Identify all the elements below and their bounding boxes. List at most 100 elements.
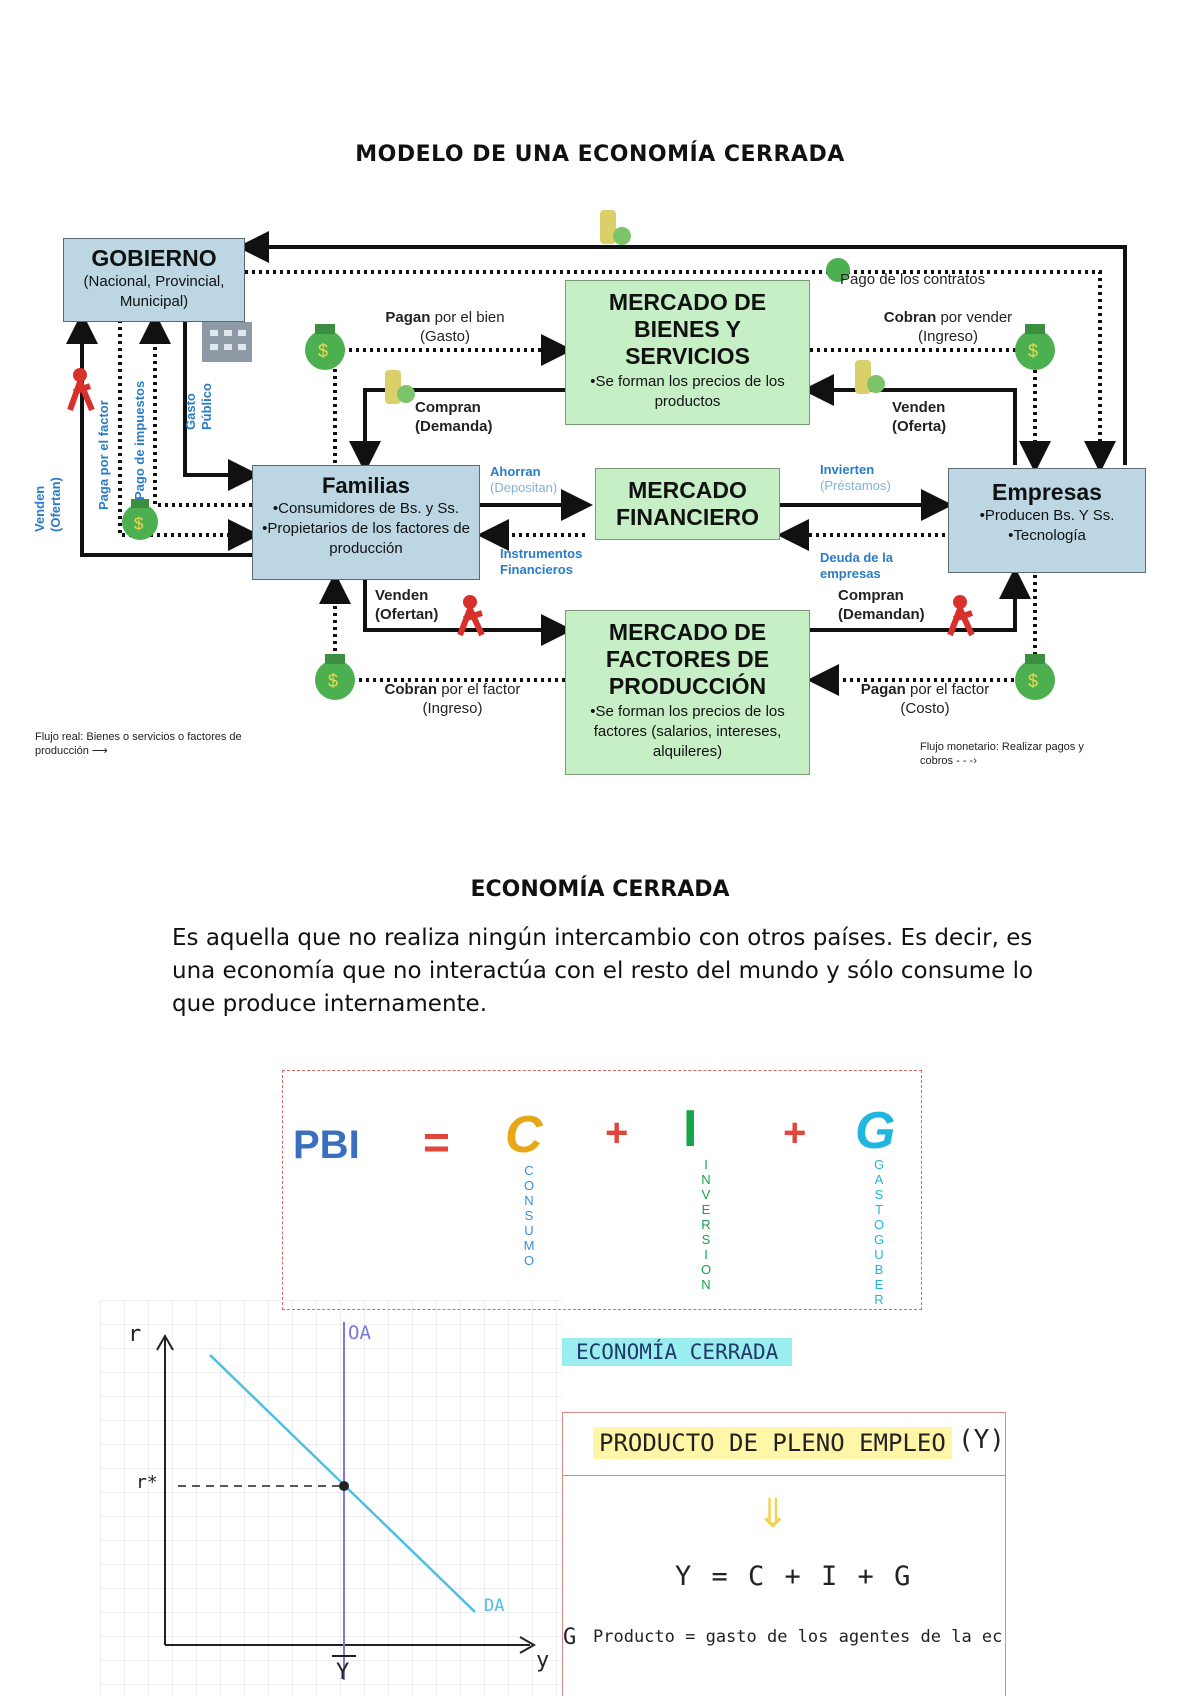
label-instrumentos-1: Instrumentos xyxy=(500,546,583,561)
label-ahorran: Ahorran (Depositan) xyxy=(490,464,557,496)
label-compran2: Compran xyxy=(838,587,904,604)
money-bag-icon xyxy=(826,258,850,282)
label-depositan: (Depositan) xyxy=(490,480,558,495)
plus-sign-2: + xyxy=(783,1111,807,1155)
bienes-sub: •Se forman los precios de los productos xyxy=(590,373,785,410)
label-pagan-factor-rest: por el factor xyxy=(909,681,990,698)
label-ingreso: (Ingreso) xyxy=(917,328,979,345)
handwritten-notes: ECONOMÍA CERRADA PRODUCTO DE PLENO EMPLE… xyxy=(562,1300,1012,1696)
label-pagan-bien: Pagan por el bien (Gasto) xyxy=(365,308,525,346)
label-ahorran-text: Ahorran xyxy=(490,464,541,479)
label-pagan-factor: Pagan por el factor (Costo) xyxy=(845,680,1005,718)
consumo-vertical: CONSUMO xyxy=(523,1163,535,1268)
bienes-title-3: SERVICIOS xyxy=(625,343,750,369)
label-compran: Compran xyxy=(415,399,481,416)
label-venden: Venden xyxy=(892,399,946,416)
page-title: MODELO DE UNA ECONOMÍA CERRADA xyxy=(355,142,845,167)
label-venden2: Venden xyxy=(375,587,429,604)
gobierno-sub: (Nacional, Provincial, Municipal) xyxy=(83,273,225,310)
label-pagan-rest: por el bien xyxy=(434,309,505,326)
label-instrumentos: Instrumentos Financieros xyxy=(500,546,582,578)
down-arrow-icon: ⇓ xyxy=(756,1492,790,1536)
label-oferta: (Oferta) xyxy=(892,418,947,435)
label-invierten: Invierten (Préstamos) xyxy=(820,462,891,494)
factores-sub: •Se forman los precios de los factores (… xyxy=(590,703,785,760)
label-pagan-bold: Pagan xyxy=(385,309,431,326)
dashed-arrow-icon: - - -› xyxy=(956,755,977,767)
x-axis-arrow xyxy=(519,1636,537,1654)
gobierno-box: GOBIERNO (Nacional, Provincial, Municipa… xyxy=(63,238,245,322)
y-bar-label: Y xyxy=(336,1660,350,1685)
notes-bottom-line: Producto = gasto de los agentes de la ec… xyxy=(593,1627,1003,1647)
x-axis-label: y xyxy=(536,1648,550,1673)
money-bag-icon: $ xyxy=(1015,324,1055,370)
svg-text:$: $ xyxy=(134,514,144,533)
label-venden-ofertan-vertical: Venden (Ofertan) xyxy=(32,432,64,532)
label-pago-impuestos: Pago de impuestos xyxy=(132,380,147,500)
familias-sub-1: •Consumidores de Bs. y Ss. xyxy=(272,500,460,517)
label-cobran-rest: por vender xyxy=(940,309,1013,326)
factores-title-2: FACTORES DE xyxy=(605,646,770,672)
goods-icon xyxy=(600,210,631,245)
i-letter: I xyxy=(683,1100,698,1158)
label-deuda-1: Deuda de la xyxy=(820,550,893,565)
pbi-text: PBI xyxy=(293,1123,360,1167)
gasto-vertical: GASTO GUBERN xyxy=(873,1157,885,1309)
empresas-box: Empresas •Producen Bs. Y Ss. •Tecnología xyxy=(948,468,1146,573)
label-venden-oferta: Venden (Oferta) xyxy=(892,398,946,436)
label-compran-demandan: Compran (Demandan) xyxy=(838,586,925,624)
familias-sub-2: •Propietarios de los factores de producc… xyxy=(262,520,470,557)
flow-arrows: $ $ $ $ $ xyxy=(66,210,1127,700)
label-deuda-2: empresas xyxy=(820,566,881,581)
label-venden-ofertan: Venden (Ofertan) xyxy=(375,586,438,624)
money-bag-icon: $ xyxy=(122,499,158,540)
label-invierten-text: Invierten xyxy=(820,462,875,477)
svg-text:$: $ xyxy=(1028,671,1038,691)
equilibrium-point xyxy=(339,1481,349,1491)
factores-title-1: MERCADO DE xyxy=(608,619,767,645)
arrow-right-icon: ⟶ xyxy=(91,745,108,757)
money-bag-icon: $ xyxy=(1015,654,1055,700)
factores-title-3: PRODUCCIÓN xyxy=(608,673,767,699)
empresas-sub-2: •Tecnología xyxy=(1008,527,1086,544)
empresas-sub-1: •Producen Bs. Y Ss. xyxy=(979,507,1115,524)
label-ingreso2: (Ingreso) xyxy=(422,700,483,717)
notes-box-header xyxy=(563,1413,1005,1476)
oa-da-graph: r OA DA r* Y y xyxy=(100,1300,562,1696)
y-axis-arrow xyxy=(156,1333,174,1351)
label-venden-ofertan-v1: Venden xyxy=(32,485,47,532)
equals-sign: = xyxy=(423,1116,450,1168)
financiero-title-1: MERCADO xyxy=(628,477,747,503)
label-demandan: (Demandan) xyxy=(838,606,925,623)
label-cobran-factor-rest: por el factor xyxy=(441,681,521,698)
y-axis-label: r xyxy=(128,1322,142,1347)
label-gasto: (Gasto) xyxy=(419,328,470,345)
svg-text:$: $ xyxy=(318,341,328,361)
definition-paragraph: Es aquella que no realiza ningún interca… xyxy=(172,925,1034,1017)
c-letter: C xyxy=(505,1106,543,1164)
plus-sign-1: + xyxy=(605,1111,629,1155)
notes-equation: Y = C + I + G xyxy=(675,1561,913,1592)
oa-label: OA xyxy=(348,1322,371,1344)
label-cobran-factor-bold: Cobran xyxy=(384,681,438,698)
goods-icon xyxy=(855,360,885,394)
familias-box: Familias •Consumidores de Bs. y Ss. •Pro… xyxy=(252,465,480,580)
r-star-label: r* xyxy=(136,1472,158,1493)
graph-svg xyxy=(100,1300,562,1696)
financiero-box: MERCADO FINANCIERO xyxy=(595,468,780,540)
notes-box-title: PRODUCTO DE PLENO EMPLEO xyxy=(593,1427,952,1459)
notes-box-symbol: (Y) xyxy=(958,1425,1005,1455)
label-gasto-publico-1: Gasto xyxy=(183,393,198,430)
notes-box: PRODUCTO DE PLENO EMPLEO (Y) ⇓ Y = C + I… xyxy=(562,1412,1006,1696)
label-compran-demanda: Compran (Demanda) xyxy=(415,398,493,436)
bienes-box: MERCADO DE BIENES Y SERVICIOS •Se forman… xyxy=(565,280,810,425)
note-flujo-real-2: producción xyxy=(35,745,89,757)
label-cobran-vender: Cobran por vender (Ingreso) xyxy=(868,308,1028,346)
label-demanda: (Demanda) xyxy=(415,418,493,435)
svg-text:$: $ xyxy=(1028,341,1038,361)
label-prestamos: (Préstamos) xyxy=(820,478,891,493)
label-instrumentos-2: Financieros xyxy=(500,562,573,577)
label-costo: (Costo) xyxy=(900,700,950,717)
note-flujo-monetario: Flujo monetario: Realizar pagos y cobros… xyxy=(920,740,1084,768)
empresas-title: Empresas xyxy=(992,479,1102,505)
